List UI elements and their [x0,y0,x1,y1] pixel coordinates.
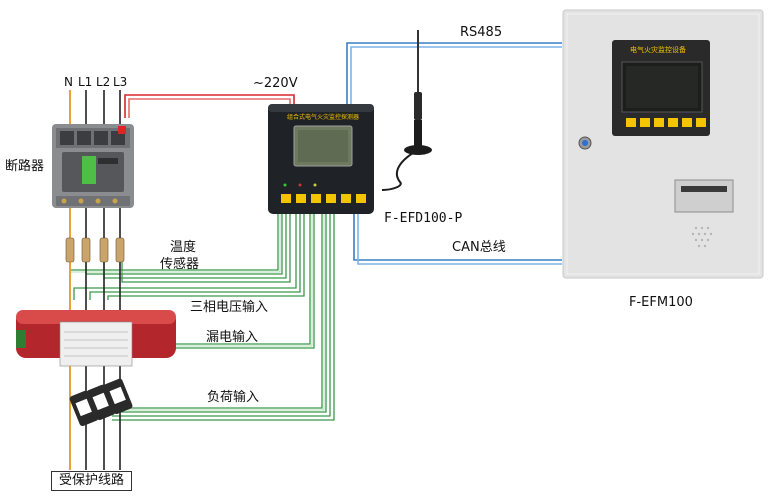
leakage-input-label: 漏电输入 [206,330,259,345]
can-bus-cable [353,212,562,265]
temp-sensor-label-line2: 传感器 [160,257,200,272]
load-current-sensors [69,378,133,427]
load-input-label: 负荷输入 [207,390,260,405]
rs485-cable [346,42,562,112]
voltage-input-label: 三相电压输入 [190,300,269,315]
host-panel-title: 电气火灾监控设备 [630,46,686,54]
terminal-l1-label: L1 [78,75,93,89]
sensor-signal-wires [69,212,335,421]
detector-device [268,104,374,214]
protected-line-label: 受保护线路 [51,471,133,492]
terminal-l2-label: L2 [96,75,111,89]
rs485-label: RS485 [460,25,503,40]
detector-panel-title: 组合式电气火灾监控探测器 [287,114,360,121]
detector-model-label: F-EFD100-P [384,211,463,226]
wireless-antenna [381,30,432,191]
host-cabinet [562,9,764,279]
supply-220v-cable [124,94,295,118]
temperature-sensors [65,237,125,263]
leakage-current-transformer [16,310,176,367]
temp-sensor-label-line1: 温度 [170,240,197,255]
terminal-l3-label: L3 [113,75,128,89]
can-bus-label: CAN总线 [452,240,506,255]
circuit-breaker [52,124,134,208]
terminal-n-label: N [64,75,73,89]
host-model-label: F-EFM100 [629,295,693,310]
breaker-label: 断路器 [5,159,45,174]
supply-voltage-label: ~220V [253,76,298,91]
